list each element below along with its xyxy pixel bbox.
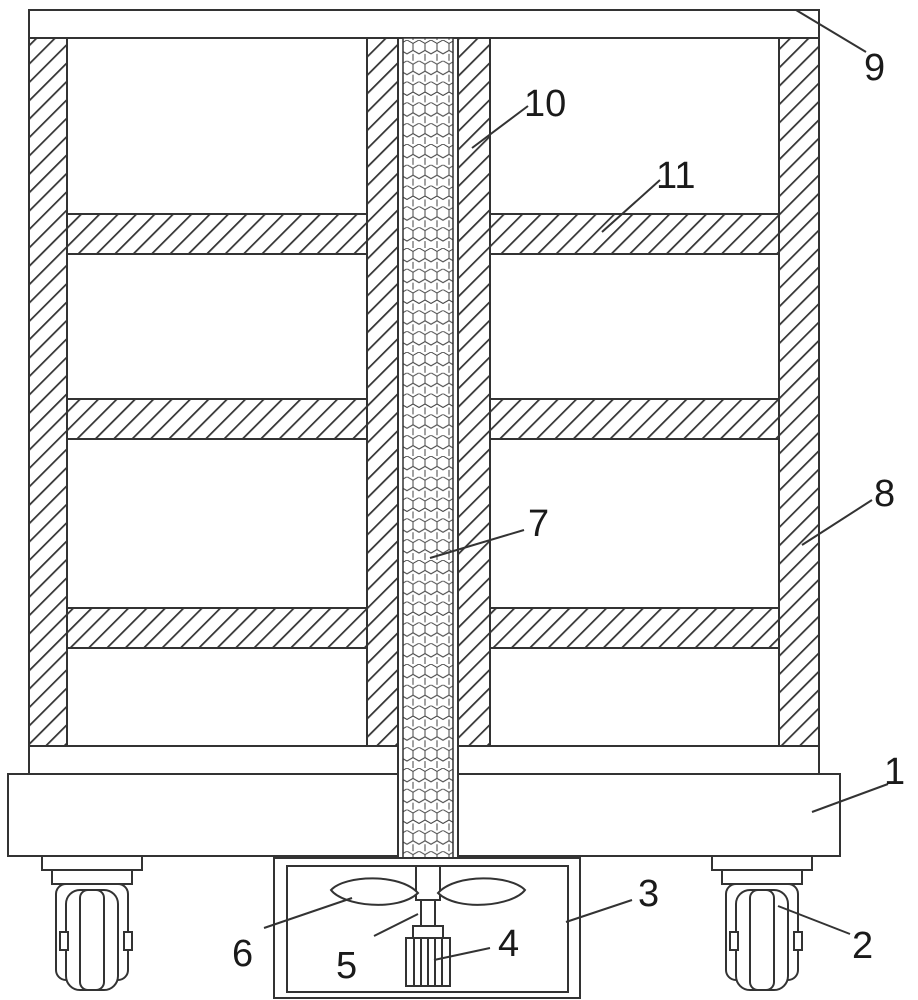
lower-rail-left bbox=[28, 745, 399, 775]
callout-5: 5 bbox=[336, 945, 357, 987]
shelf-left-3 bbox=[66, 607, 368, 649]
callout-6: 6 bbox=[232, 933, 253, 975]
callout-1: 1 bbox=[884, 751, 905, 793]
fan-blade-left bbox=[329, 877, 420, 906]
left-inner-column bbox=[366, 37, 399, 747]
leader-2 bbox=[777, 905, 851, 935]
leader-7 bbox=[429, 529, 525, 559]
fan-blade-right bbox=[436, 877, 527, 906]
callout-9: 9 bbox=[864, 47, 885, 89]
leader-9 bbox=[795, 9, 867, 53]
shaft-rod bbox=[420, 899, 436, 927]
shelf-left-2 bbox=[66, 398, 368, 440]
shelf-right-2 bbox=[489, 398, 780, 440]
shaft-collar bbox=[415, 865, 441, 901]
mesh-column-core bbox=[402, 37, 454, 861]
leader-10 bbox=[471, 105, 529, 149]
right-caster bbox=[711, 855, 813, 991]
callout-8: 8 bbox=[874, 473, 895, 515]
lower-rail-right bbox=[457, 745, 820, 775]
leader-3 bbox=[565, 899, 633, 923]
leader-8 bbox=[801, 499, 873, 546]
left-caster bbox=[41, 855, 143, 991]
callout-4: 4 bbox=[498, 923, 519, 965]
leader-1 bbox=[811, 783, 889, 813]
right-inner-column bbox=[457, 37, 491, 747]
callout-10: 10 bbox=[524, 83, 566, 125]
shelf-right-3 bbox=[489, 607, 780, 649]
leader-4 bbox=[433, 947, 491, 961]
leader-11 bbox=[601, 179, 661, 233]
callout-2: 2 bbox=[852, 925, 873, 967]
shelf-right-1 bbox=[489, 213, 780, 255]
base-left bbox=[7, 773, 399, 857]
right-side-wall bbox=[778, 37, 820, 747]
top-plate bbox=[28, 9, 820, 39]
motor bbox=[405, 925, 451, 987]
base-right bbox=[457, 773, 841, 857]
callout-11: 11 bbox=[656, 155, 695, 197]
shelf-left-1 bbox=[66, 213, 368, 255]
callout-3: 3 bbox=[638, 873, 659, 915]
leader-6 bbox=[263, 897, 353, 929]
callout-7: 7 bbox=[528, 503, 549, 545]
left-side-wall bbox=[28, 37, 68, 747]
leader-5 bbox=[373, 913, 419, 937]
